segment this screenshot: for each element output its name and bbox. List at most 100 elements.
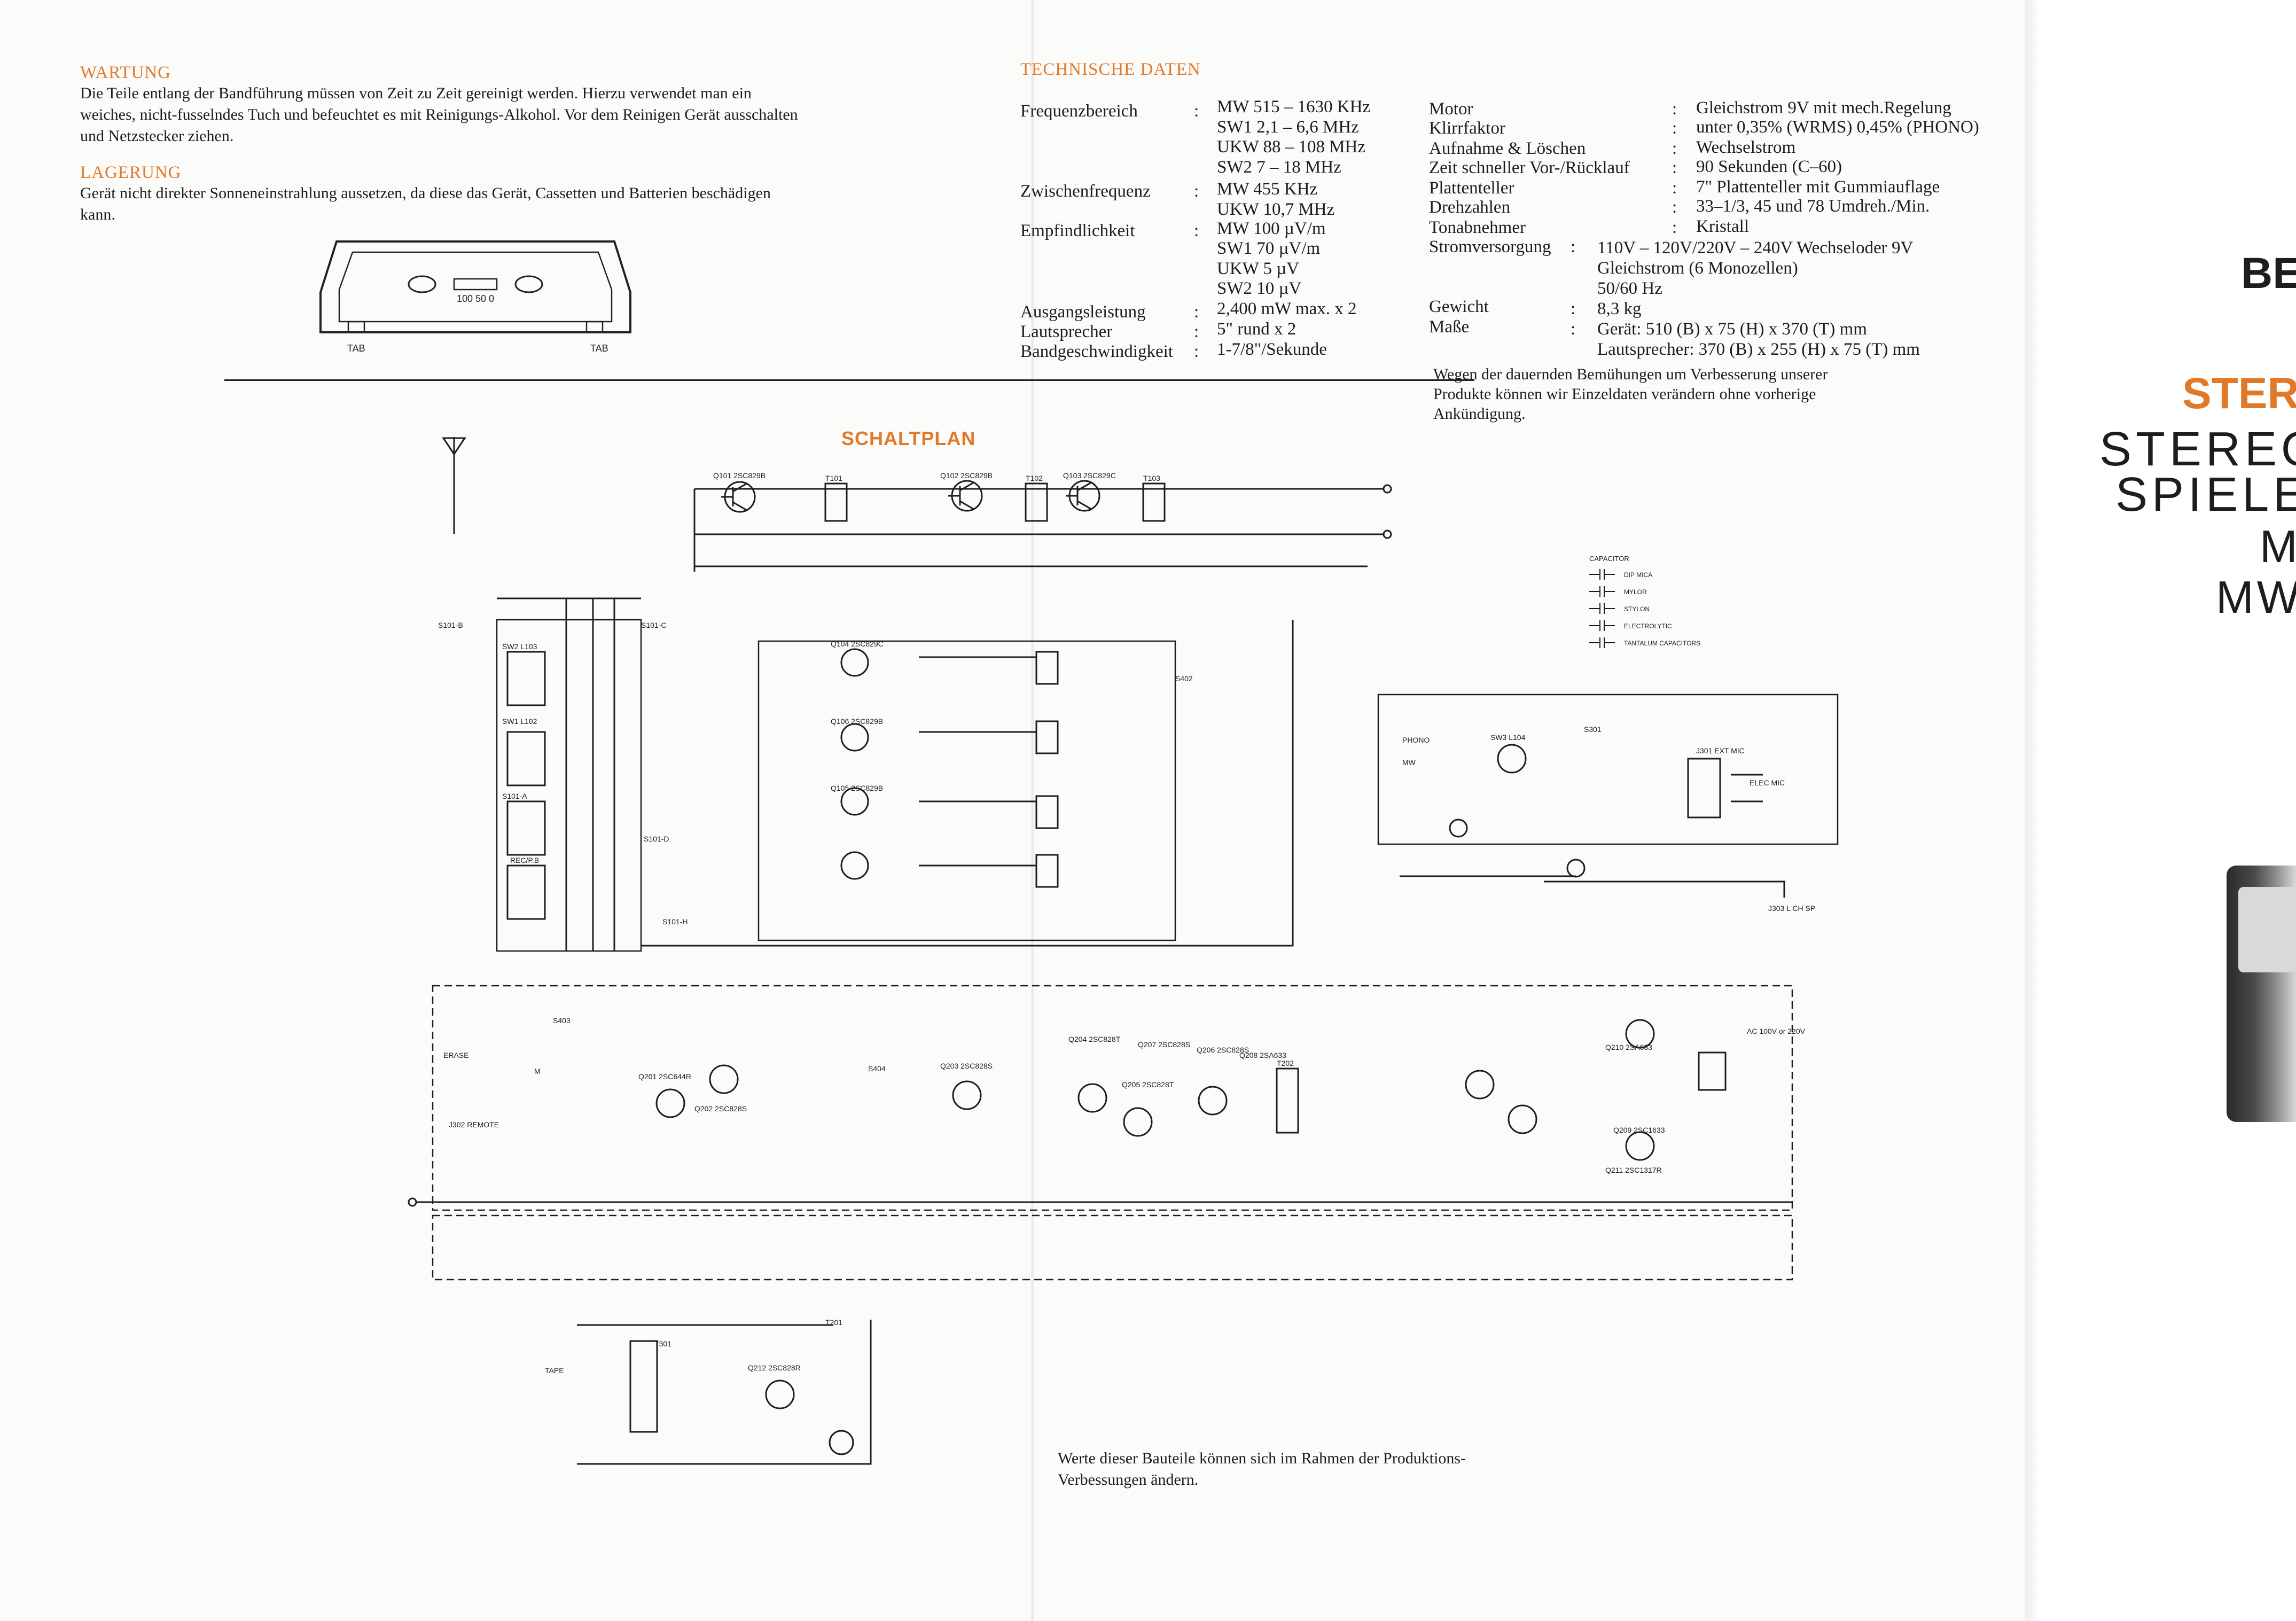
component-label: S101-B — [438, 621, 463, 629]
component-label: S404 — [868, 1064, 886, 1073]
spec-label: Lautsprecher — [1020, 322, 1113, 341]
component-label: Q103 2SC829C — [1063, 471, 1116, 480]
spec-label: Ausgangsleistung — [1020, 302, 1146, 322]
legend-title: CAPACITOR — [1589, 555, 1629, 563]
spec-sep: : — [1571, 299, 1576, 318]
component-label: Q101 2SC829B — [713, 471, 766, 480]
component-label: S101-A — [502, 792, 527, 800]
component-label: M — [534, 1067, 541, 1076]
component-label: Q104 2SC829C — [831, 640, 884, 648]
spec-value: 5" rund x 2 — [1217, 319, 1297, 339]
component-label: Q205 2SC828T — [1122, 1080, 1174, 1089]
transistor-q101 — [721, 481, 756, 513]
spec-label: Plattenteller — [1429, 178, 1514, 198]
spec-value: MW 515 – 1630 KHz — [1217, 97, 1371, 116]
spec-value: SW1 2,1 – 6,6 MHz — [1217, 118, 1359, 137]
motor-symbol — [1449, 819, 1586, 878]
spec-sep: : — [1194, 182, 1199, 201]
component-label: T202 — [1277, 1059, 1294, 1067]
spec-label: Gewicht — [1429, 297, 1489, 316]
right-panel-spiele: SPIELE — [2115, 468, 2296, 521]
output-transformer — [1276, 1067, 1299, 1134]
legend-item: ELECTROLYTIC — [1624, 622, 1672, 630]
component-label: SW2 L103 — [502, 642, 537, 651]
lagerung-heading: LAGERUNG — [80, 163, 182, 182]
spec-label: Aufnahme & Löschen — [1429, 139, 1586, 158]
component-label: T201 — [825, 1318, 842, 1327]
component-label: ELEC MIC — [1750, 778, 1785, 787]
spec-value: UKW 5 µV — [1217, 259, 1300, 278]
wartung-heading: WARTUNG — [80, 63, 171, 82]
spec-sep: : — [1194, 302, 1199, 322]
spec-value: 2,400 mW max. x 2 — [1217, 299, 1357, 318]
component-label: Q102 2SC829B — [940, 471, 993, 480]
spec-sep: : — [1672, 158, 1677, 177]
spec-sep: : — [1194, 221, 1199, 240]
spec-sep: : — [1672, 99, 1677, 119]
component-label: MW — [1402, 758, 1416, 767]
component-label: T101 — [825, 474, 842, 482]
legend-item: DIP MICA — [1624, 571, 1652, 579]
erase-circuit — [577, 1320, 872, 1465]
component-label: S101-C — [641, 621, 666, 629]
component-label: Q207 2SC828S — [1138, 1040, 1190, 1049]
spec-label: Drehzahlen — [1429, 198, 1511, 217]
spec-value: MW 455 KHz — [1217, 180, 1318, 199]
device-photo-detail — [2238, 887, 2296, 972]
wartung-section: WARTUNG Die Teile entlang der Bandführun… — [80, 63, 962, 147]
oscillator-transistors — [840, 648, 869, 880]
component-label: Q202 2SC828S — [694, 1104, 747, 1113]
component-label: REC/P.B — [510, 856, 539, 864]
component-label: Q201 2SC644R — [638, 1072, 691, 1081]
component-label: SW3 L104 — [1490, 733, 1526, 742]
spec-label: Empfindlichkeit — [1020, 221, 1135, 240]
speaker-jack — [1698, 1051, 1727, 1091]
spec-value: UKW 10,7 MHz — [1217, 200, 1335, 219]
component-label: Q105 2SC829B — [831, 784, 883, 792]
lagerung-line: kann. — [80, 206, 115, 223]
spec-sep: : — [1194, 342, 1199, 361]
component-label: S301 — [1584, 725, 1602, 734]
component-label: T301 — [654, 1339, 671, 1348]
component-label: Q208 2SA633 — [1239, 1051, 1286, 1059]
component-label: TAPE — [545, 1366, 564, 1375]
right-panel-mw: MW — [2216, 572, 2296, 623]
spec-value: SW2 10 µV — [1217, 279, 1302, 298]
spec-value: 1-7/8"/Sekunde — [1217, 340, 1327, 359]
legend-item: STYLON — [1624, 605, 1650, 613]
spec-label: Bandgeschwindigkeit — [1020, 342, 1173, 361]
component-label: J302 REMOTE — [449, 1120, 499, 1129]
spec-value: Gerät: 510 (B) x 75 (H) x 370 (T) mm — [1597, 319, 1867, 339]
transistor-q102 — [948, 480, 983, 512]
page-fold — [1031, 0, 1034, 1621]
component-label: Q204 2SC828T — [1068, 1035, 1121, 1043]
sheet-edge — [2025, 0, 2041, 1621]
spec-label: Motor — [1429, 99, 1473, 119]
spec-sep: : — [1672, 139, 1677, 158]
spec-sep: : — [1672, 119, 1677, 138]
spec-value: SW2 7 – 18 MHz — [1217, 158, 1341, 177]
spec-value: Kristall — [1696, 217, 1749, 236]
component-label: J301 EXT MIC — [1696, 746, 1745, 755]
spec-sep: : — [1672, 178, 1677, 198]
wartung-line: Die Teile entlang der Bandführung müssen… — [80, 84, 752, 102]
spec-value: MW 100 µV/m — [1217, 219, 1326, 238]
component-label: SW1 L102 — [502, 717, 537, 726]
component-label: AC 100V or 220V — [1747, 1027, 1806, 1035]
right-panel-be: BE — [2241, 249, 2296, 298]
component-label: Q212 2SC828R — [748, 1363, 801, 1372]
spec-sep: : — [1672, 198, 1677, 217]
spec-value: unter 0,35% (WRMS) 0,45% (PHONO) — [1696, 118, 1979, 137]
lagerung-line: Gerät nicht direkter Sonneneinstrahlung … — [80, 184, 771, 202]
cassette-illustration: 100 50 0 TAB TAB — [319, 240, 631, 354]
if-transformer — [824, 482, 1166, 522]
power-transformer — [1687, 758, 1763, 819]
spec-value: 8,3 kg — [1597, 299, 1642, 318]
coil-stack — [506, 651, 546, 920]
spec-label: Stromversorgung — [1429, 237, 1551, 256]
brochure-sheet — [0, 0, 2025, 1621]
spec-value: 33–1/3, 45 und 78 Umdreh./Min. — [1696, 197, 1930, 216]
spec-sep: : — [1571, 319, 1576, 339]
spec-sep: : — [1194, 322, 1199, 341]
